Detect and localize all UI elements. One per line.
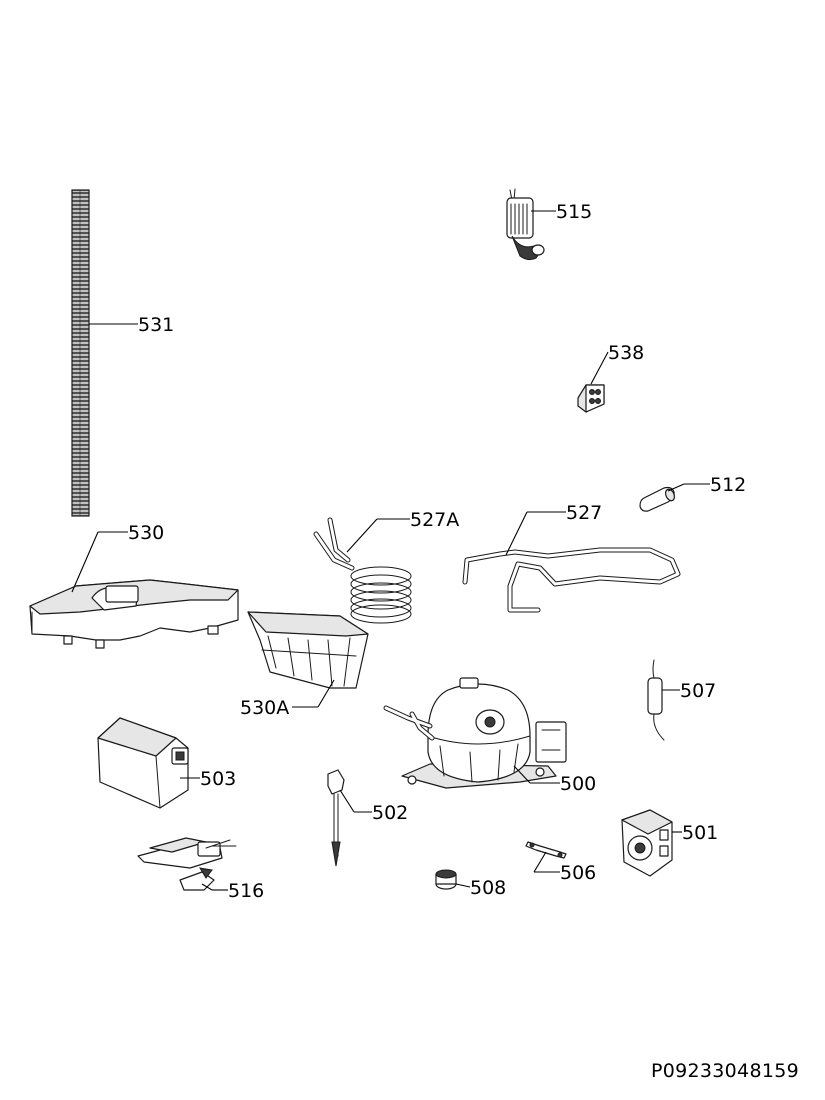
- svg-text:530: 530: [128, 522, 164, 544]
- callout-512: 512: [667, 474, 746, 496]
- svg-text:527: 527: [566, 502, 602, 524]
- callout-531: 531: [89, 314, 174, 336]
- part-503-cover: [97, 717, 189, 809]
- part-527-condenser-pipe: [462, 547, 681, 613]
- callout-502: 502: [339, 789, 408, 824]
- svg-text:531: 531: [138, 314, 174, 336]
- callout-508: 508: [455, 877, 506, 899]
- part-508-grommet: [435, 869, 457, 890]
- svg-text:501: 501: [682, 822, 718, 844]
- svg-text:500: 500: [560, 773, 596, 795]
- part-500-compressor: [383, 677, 567, 789]
- svg-text:516: 516: [228, 880, 264, 902]
- callout-538: 538: [590, 342, 644, 385]
- callout-501: 501: [672, 822, 718, 844]
- part-506-clip: [525, 841, 567, 859]
- svg-text:508: 508: [470, 877, 506, 899]
- callout-515: 515: [531, 201, 592, 223]
- svg-text:530A: 530A: [240, 697, 289, 719]
- part-515-heater-coil: [506, 188, 545, 261]
- callout-500: 500: [513, 765, 596, 795]
- svg-text:527A: 527A: [410, 509, 459, 531]
- callout-530A: 530A: [240, 679, 335, 719]
- svg-text:502: 502: [372, 802, 408, 824]
- part-512-small-cylinder: [639, 486, 676, 512]
- svg-text:515: 515: [556, 201, 592, 223]
- part-516-bracket: [137, 837, 237, 891]
- svg-text:507: 507: [680, 680, 716, 702]
- callout-530: 530: [71, 522, 164, 593]
- callout-503: 503: [180, 768, 236, 790]
- svg-text:503: 503: [200, 768, 236, 790]
- part-501-starter-relay: [621, 809, 673, 877]
- part-527A-coil-tube: [313, 517, 412, 624]
- callout-527A: 527A: [346, 509, 459, 553]
- callout-516: 516: [201, 880, 264, 902]
- part-538-terminal-block: [577, 384, 605, 413]
- svg-text:506: 506: [560, 862, 596, 884]
- part-502-relay-lead: [327, 769, 345, 867]
- callout-506: 506: [533, 851, 596, 884]
- callout-507: 507: [662, 680, 716, 702]
- part-530A-basket: [247, 611, 369, 689]
- svg-text:512: 512: [710, 474, 746, 496]
- drawing-reference-code: P09233048159: [650, 1060, 799, 1082]
- callout-527: 527: [505, 502, 602, 556]
- part-507-sensor: [647, 659, 665, 741]
- part-531-drain-hose: [71, 189, 90, 517]
- svg-text:538: 538: [608, 342, 644, 364]
- part-530-drip-tray: [29, 579, 239, 649]
